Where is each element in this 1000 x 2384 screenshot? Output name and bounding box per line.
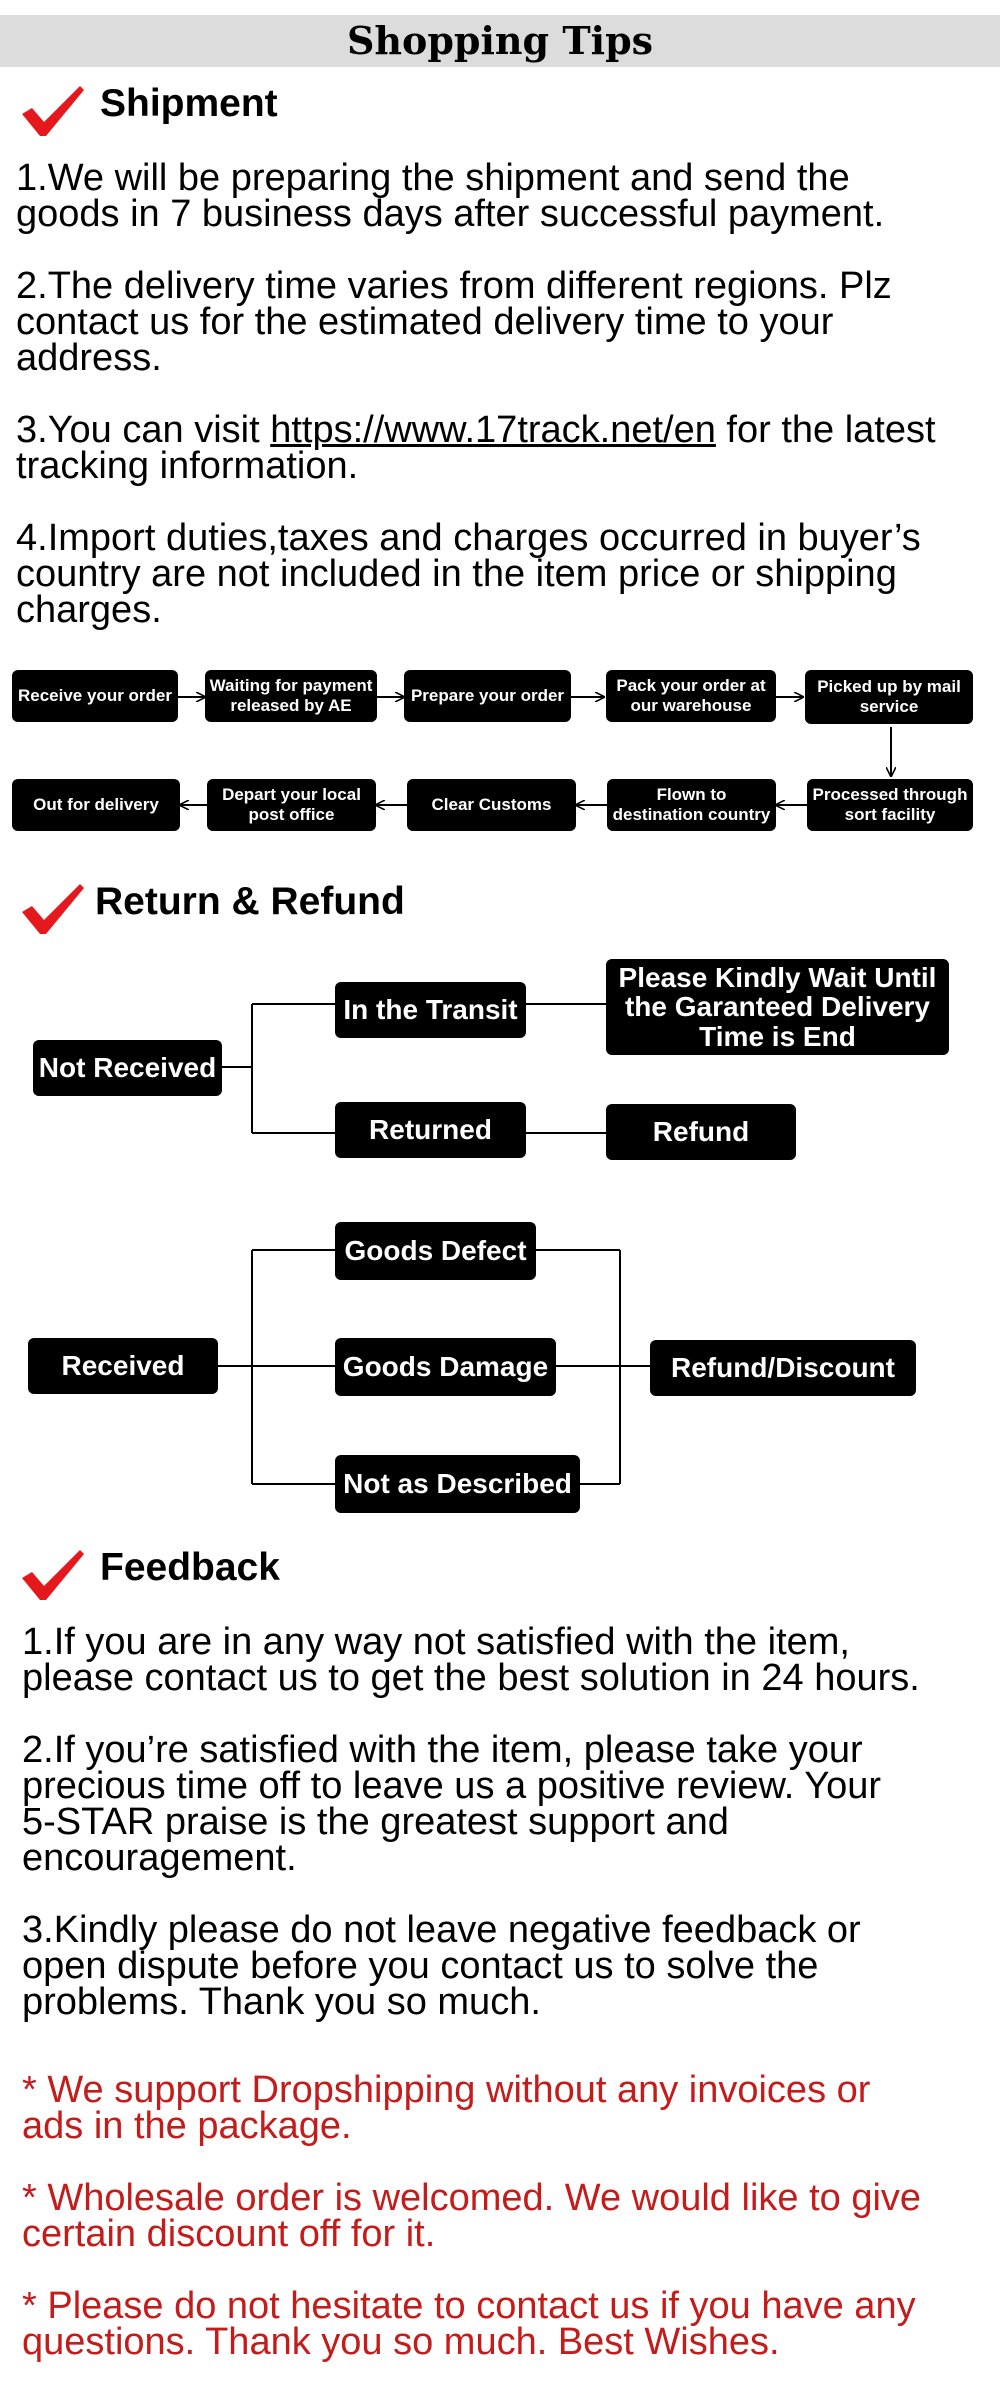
note-contact: * Please do not hesitate to contact us i… <box>22 2285 916 2363</box>
flow-step-flown: Flown to destination country <box>607 779 776 831</box>
shipment-p3-prefix: 3.You can visit <box>16 409 271 451</box>
feedback-paragraph-3: 3.Kindly please do not leave negative fe… <box>22 1909 861 2023</box>
not-as-described-box: Not as Described <box>335 1455 580 1513</box>
flow-step-processed: Processed through sort facility <box>807 779 973 831</box>
goods-defect-box: Goods Defect <box>335 1222 536 1280</box>
note-wholesale: * Wholesale order is welcomed. We would … <box>22 2177 922 2255</box>
page-title: Shopping Tips <box>0 15 1000 67</box>
tracking-link[interactable]: https://www.17track.net/en <box>270 409 716 451</box>
flow-step-clear-customs: Clear Customs <box>407 779 576 831</box>
red-checkmark-icon <box>22 86 84 136</box>
flow-step-prepare-order: Prepare your order <box>404 670 571 722</box>
wait-note-box: Please Kindly Wait Until the Garanteed D… <box>606 959 949 1055</box>
received-box: Received <box>28 1338 218 1394</box>
shipment-p3-suffix: for the latest tracking information. <box>16 409 936 487</box>
flow-step-pack-order: Pack your order at our warehouse <box>606 670 776 722</box>
shipment-paragraph-4: 4.Import duties,taxes and charges occurr… <box>16 517 921 631</box>
section-title-return-refund: Return & Refund <box>95 880 405 923</box>
returned-box: Returned <box>335 1102 526 1158</box>
section-title-feedback: Feedback <box>100 1546 280 1589</box>
shipment-paragraph-2: 2.The delivery time varies from differen… <box>16 265 892 379</box>
flow-step-depart-post-office: Depart your local post office <box>207 779 376 831</box>
red-checkmark-icon <box>22 1550 84 1600</box>
flow-step-out-for-delivery: Out for delivery <box>12 779 180 831</box>
in-transit-box: In the Transit <box>335 982 526 1038</box>
not-received-box: Not Received <box>33 1040 222 1096</box>
shipment-paragraph-3: 3.You can visit https://www.17track.net/… <box>16 409 1000 487</box>
flow-step-picked-up: Picked up by mail service <box>805 670 973 724</box>
feedback-paragraph-2: 2.If you’re satisfied with the item, ple… <box>22 1729 882 1879</box>
refund-discount-box: Refund/Discount <box>650 1340 916 1396</box>
section-title-shipment: Shipment <box>100 82 278 125</box>
feedback-paragraph-1: 1.If you are in any way not satisfied wi… <box>22 1621 920 1699</box>
shipment-paragraph-1: 1.We will be preparing the shipment and … <box>16 157 885 235</box>
red-checkmark-icon <box>22 884 84 934</box>
goods-damage-box: Goods Damage <box>335 1338 556 1396</box>
flow-step-receive-order: Receive your order <box>12 670 178 722</box>
flow-step-waiting-payment: Waiting for payment released by AE <box>205 670 377 722</box>
refund-box: Refund <box>606 1104 796 1160</box>
note-dropshipping: * We support Dropshipping without any in… <box>22 2069 871 2147</box>
